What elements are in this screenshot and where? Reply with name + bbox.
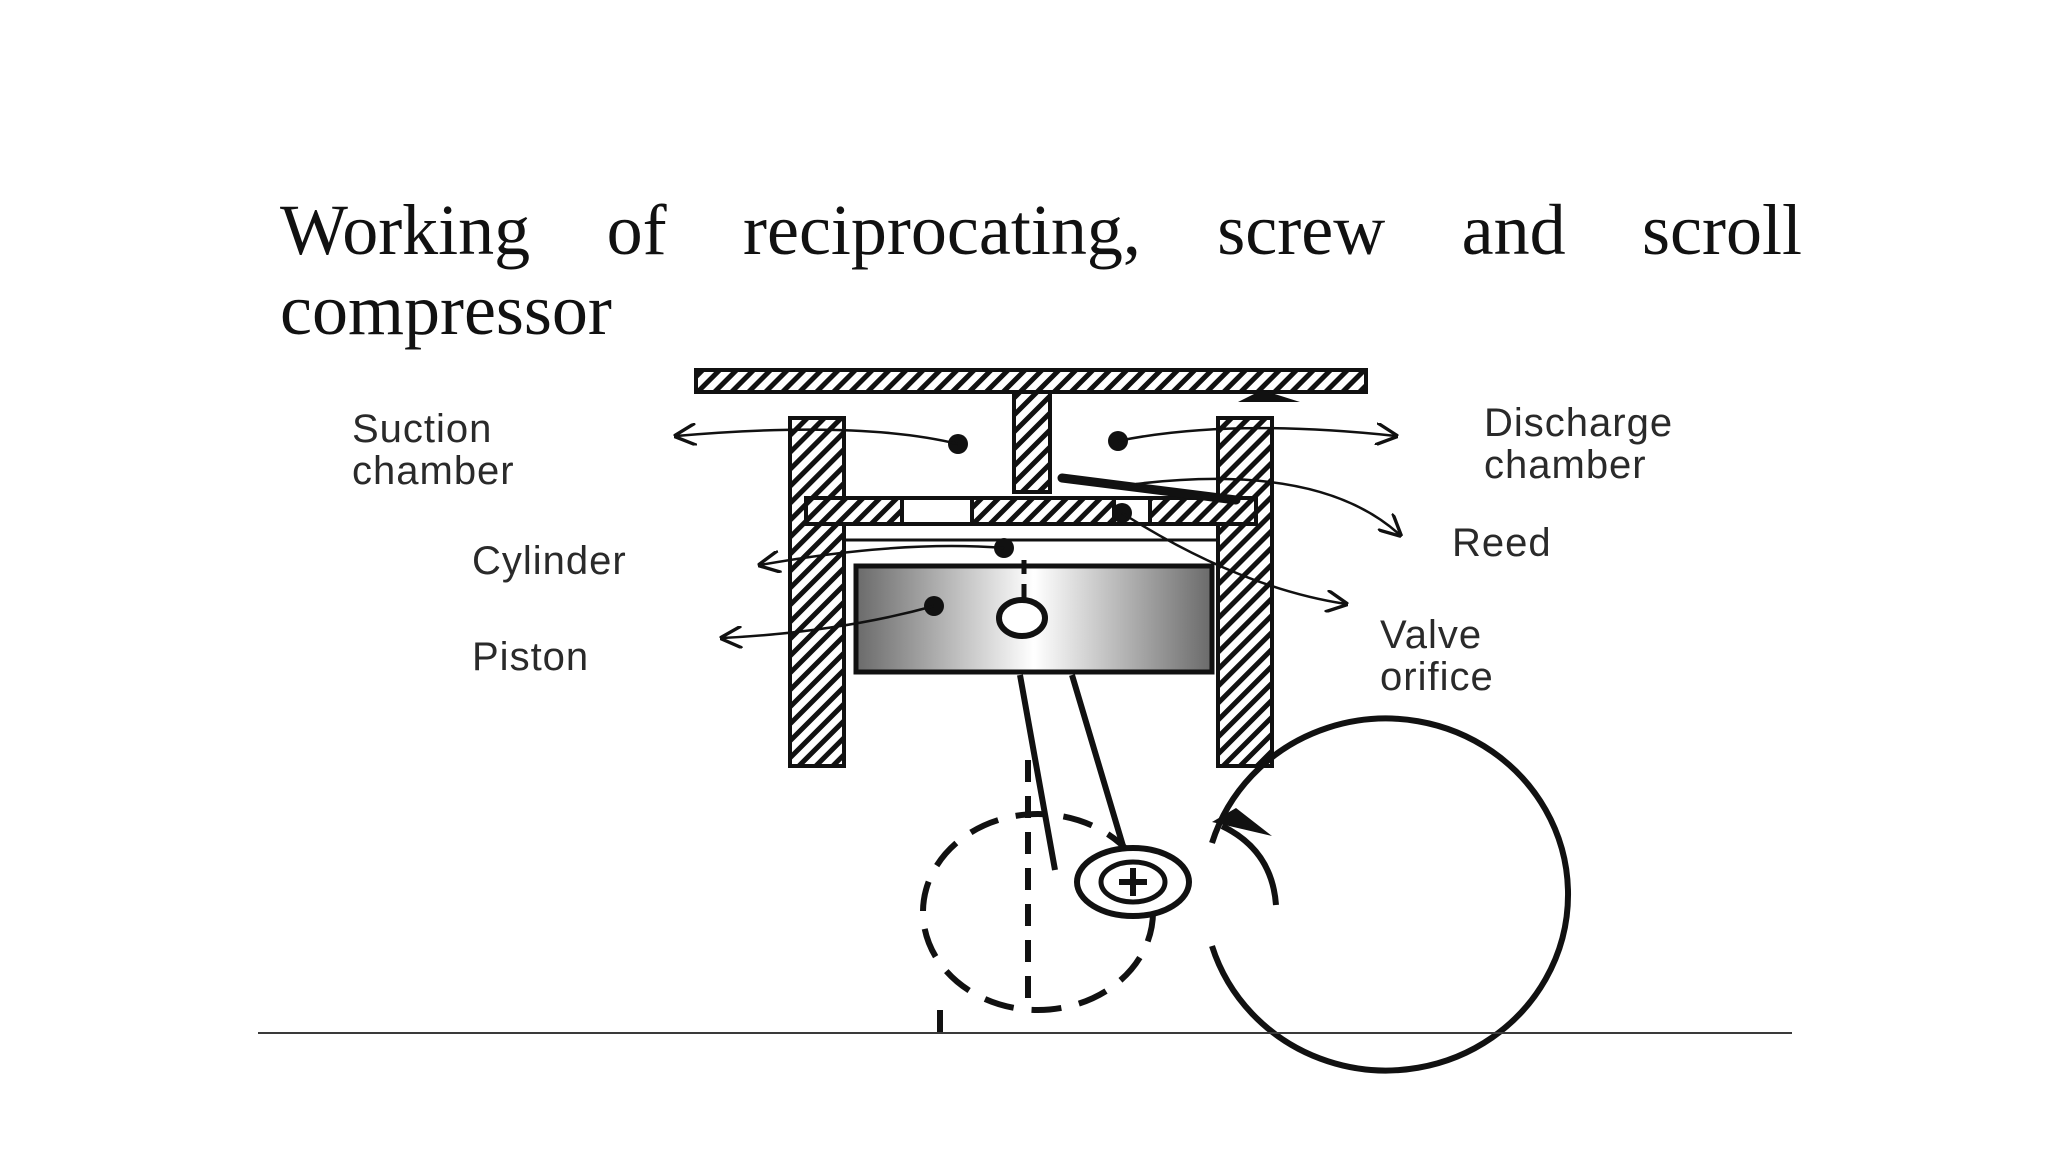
label-reed: Reed	[1452, 521, 1552, 565]
rotation-arrow	[1220, 823, 1279, 906]
reed-valve	[1057, 473, 1241, 505]
piston-leader	[722, 604, 935, 638]
label-discharge-line2: chamber	[1484, 443, 1647, 487]
label-suction-line2: chamber	[352, 449, 515, 493]
cylinder-wall-left	[788, 416, 846, 768]
suction-leader	[676, 430, 959, 444]
label-piston: Piston	[472, 635, 589, 679]
footer-rule	[258, 1032, 1792, 1034]
discharge-flow-arrow	[1238, 390, 1300, 402]
crank-pin-cross	[1119, 868, 1147, 896]
label-discharge-line1: Discharge	[1484, 401, 1673, 445]
crank-wheel	[1209, 715, 1571, 1074]
valve-plate-middle	[970, 496, 1116, 526]
label-valve-line1: Valve	[1380, 613, 1482, 657]
reed-leader	[1135, 477, 1400, 535]
valve-plate-left	[804, 496, 904, 526]
valve-orifice-suction	[900, 496, 974, 526]
label-suction-line1: Suction	[352, 407, 492, 451]
rotation-arrow-head	[1212, 808, 1272, 836]
label-valve-line2: orifice	[1380, 655, 1494, 699]
cylinder-wall-right	[1216, 416, 1274, 768]
label-cylinder: Cylinder	[472, 539, 627, 583]
connecting-rod	[1017, 674, 1129, 871]
valve-plate-right	[1148, 496, 1258, 526]
wrist-pin	[996, 597, 1048, 639]
valve-orifice-leader	[1121, 511, 1346, 604]
chamber-divider-wall	[1012, 390, 1052, 494]
cylinder-leader	[760, 544, 1005, 565]
slide-title: Working of reciprocating, screw and scro…	[280, 190, 1802, 350]
cylinder-head-plate	[694, 368, 1368, 394]
discharge-leader	[1117, 428, 1396, 441]
